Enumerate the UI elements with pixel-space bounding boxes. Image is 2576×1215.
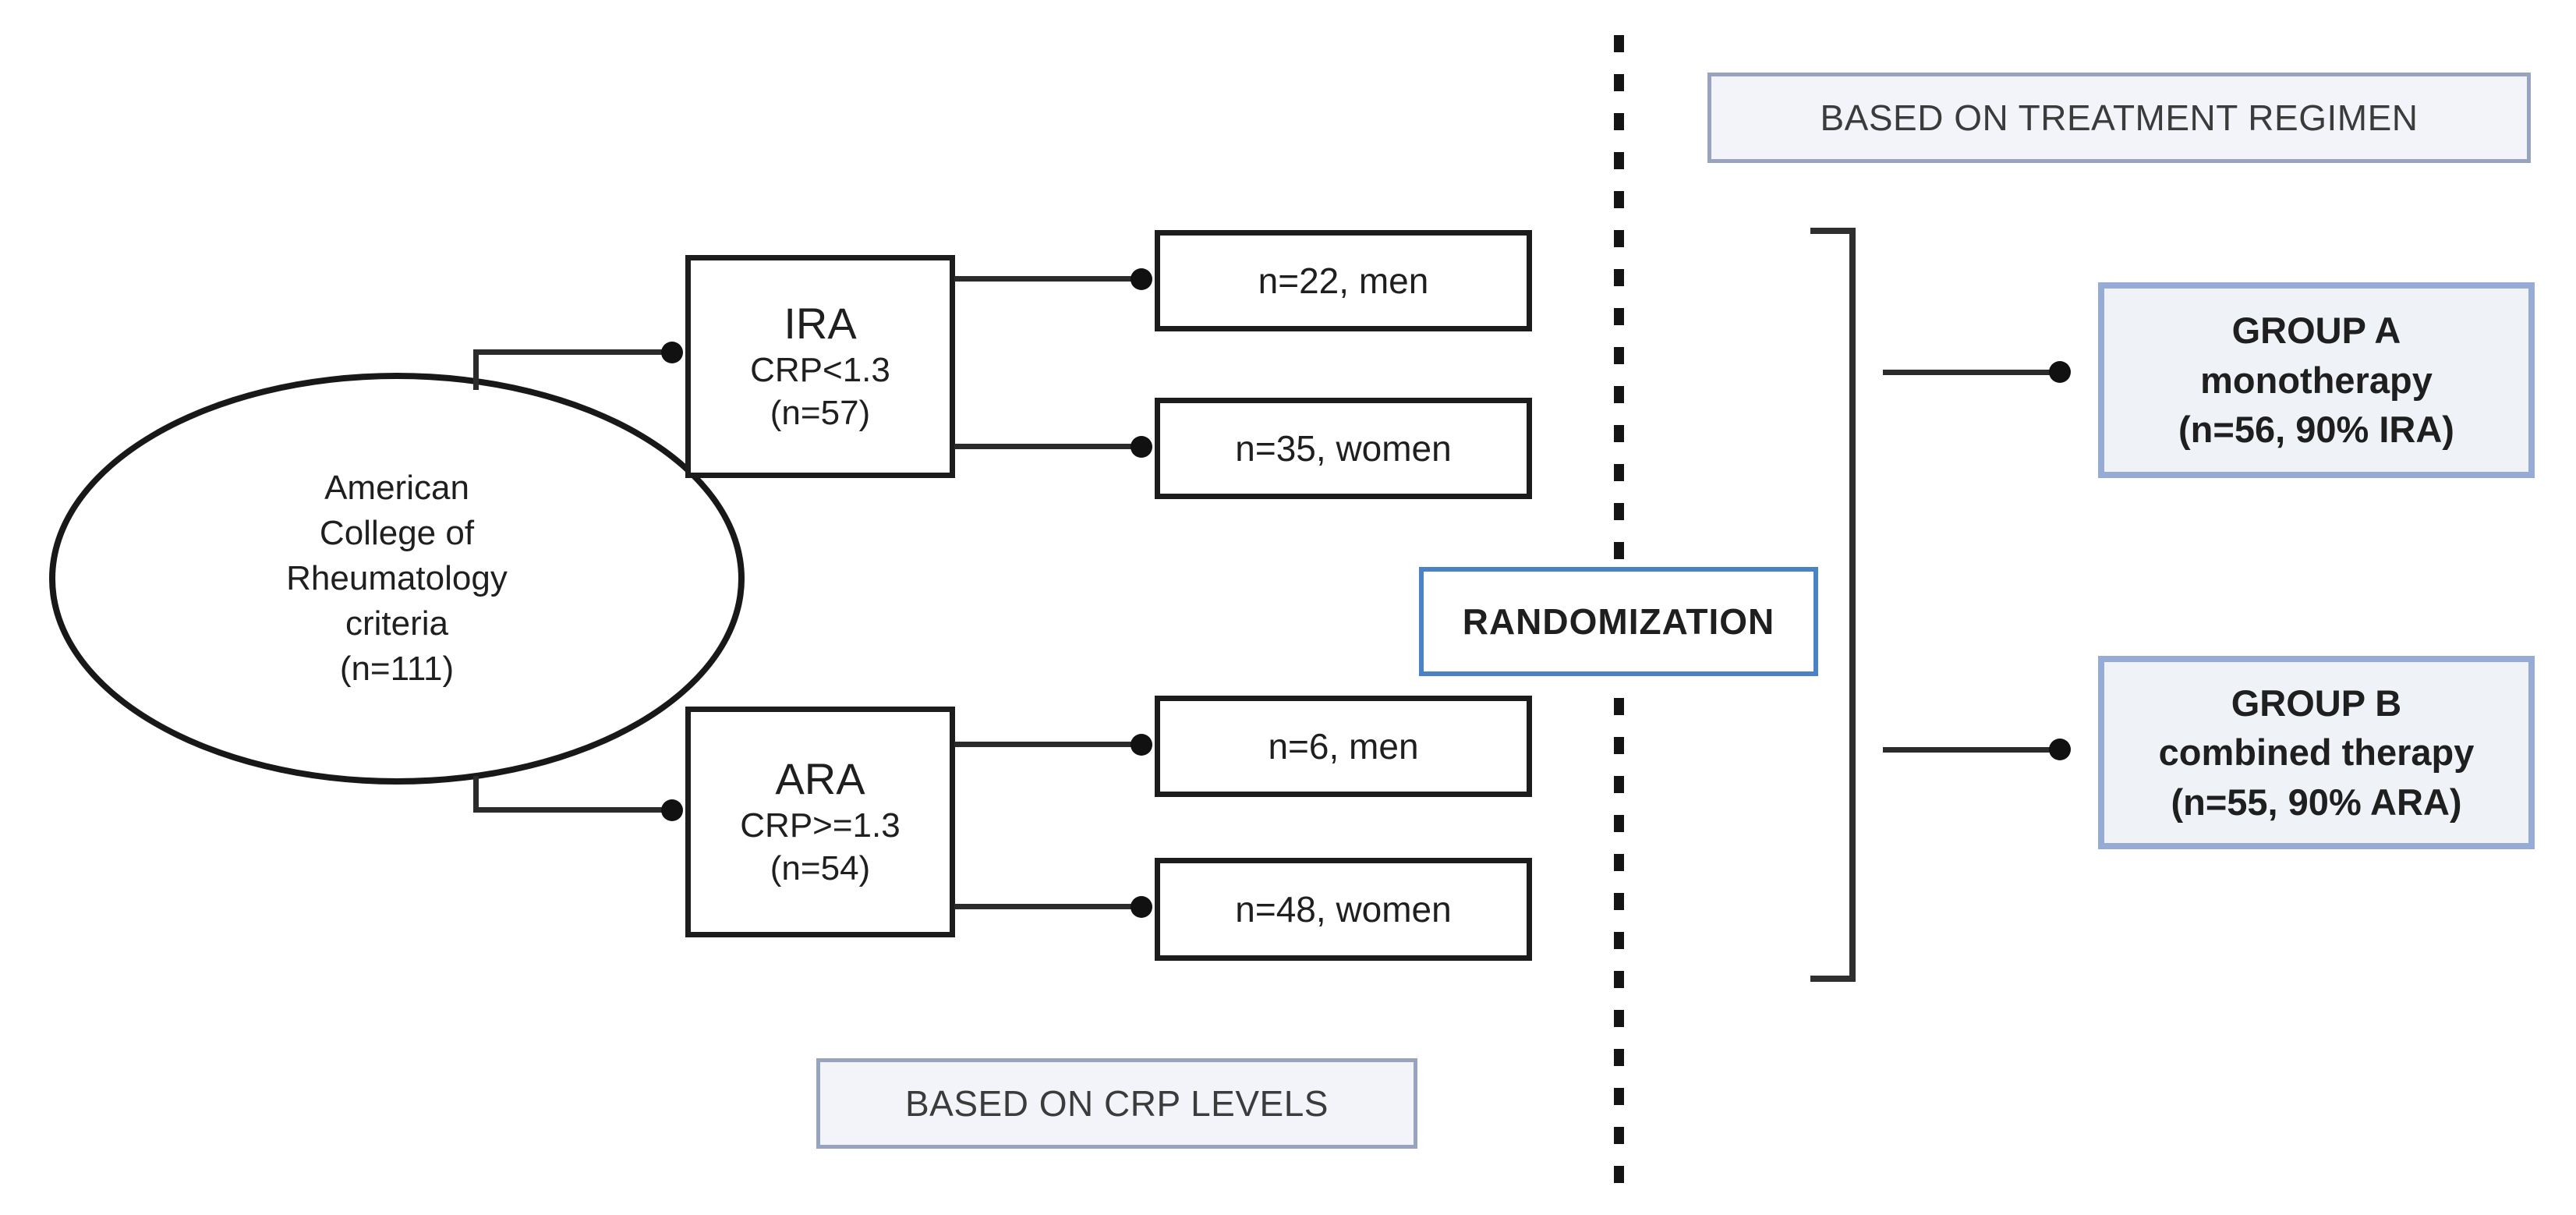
connector-line [954,742,1134,747]
subgroup-box-ira-men: n=22, men [1155,230,1532,331]
group-b-line: GROUP B [2231,682,2402,724]
criteria-line: College of [319,513,475,552]
connector-line [1883,370,2066,375]
ara-box: ARA CRP>=1.3 (n=54) [685,707,955,937]
subgroup-box-ara-men: n=6, men [1155,696,1532,797]
ara-count: (n=54) [770,849,871,888]
group-a-line: monotherapy [2200,359,2433,401]
group-a-box: GROUP A monotherapy (n=56, 90% IRA) [2098,282,2535,478]
ara-title: ARA [775,753,865,803]
criteria-line: criteria [345,604,449,643]
ira-title: IRA [784,298,857,348]
subgroup-label: n=6, men [1268,726,1419,767]
connector-line [954,276,1134,282]
criteria-line: American [324,468,469,507]
randomization-box: RANDOMIZATION [1419,567,1818,676]
group-b-line: (n=55, 90% ARA) [2171,781,2462,823]
criteria-line: Rheumatology [286,558,508,597]
connector-line [954,904,1134,909]
group-b-line: combined therapy [2158,731,2475,774]
connector-line [473,807,664,813]
arrow-dot [1131,436,1152,458]
ira-box: IRA CRP<1.3 (n=57) [685,255,955,478]
group-a-line: (n=56, 90% IRA) [2178,409,2454,451]
subgroup-box-ara-women: n=48, women [1155,858,1532,961]
bracket-vertical [1849,228,1856,981]
header-crp-levels: BASED ON CRP LEVELS [816,1058,1417,1149]
arrow-dot [1131,734,1152,756]
ira-criteria: CRP<1.3 [750,351,890,390]
arrow-dot [661,799,683,821]
group-a-line: GROUP A [2231,310,2401,352]
header-label: BASED ON CRP LEVELS [905,1083,1329,1124]
connector-line [473,349,479,390]
connector-line [473,349,664,355]
bracket-top-flange [1810,228,1856,234]
arrow-dot [1131,896,1152,918]
header-treatment-regimen: BASED ON TREATMENT REGIMEN [1707,73,2531,163]
arrow-dot [661,342,683,363]
header-label: BASED ON TREATMENT REGIMEN [1820,97,2419,138]
connector-line [473,776,479,813]
group-b-box: GROUP B combined therapy (n=55, 90% ARA) [2098,656,2535,849]
connector-line [1883,747,2066,753]
criteria-ellipse: American College of Rheumatology criteri… [49,373,745,785]
arrow-dot [2049,739,2071,760]
arrow-dot [1131,268,1152,290]
bracket-bottom-flange [1810,976,1856,982]
criteria-line: (n=111) [339,650,455,689]
subgroup-label: n=22, men [1258,260,1429,301]
subgroup-label: n=35, women [1235,428,1452,469]
connector-line [954,444,1134,449]
subgroup-label: n=48, women [1235,889,1452,930]
subgroup-box-ira-women: n=35, women [1155,398,1532,499]
randomization-label: RANDOMIZATION [1462,601,1775,642]
ara-criteria: CRP>=1.3 [740,806,901,845]
ira-count: (n=57) [770,394,871,433]
arrow-dot [2049,361,2071,383]
